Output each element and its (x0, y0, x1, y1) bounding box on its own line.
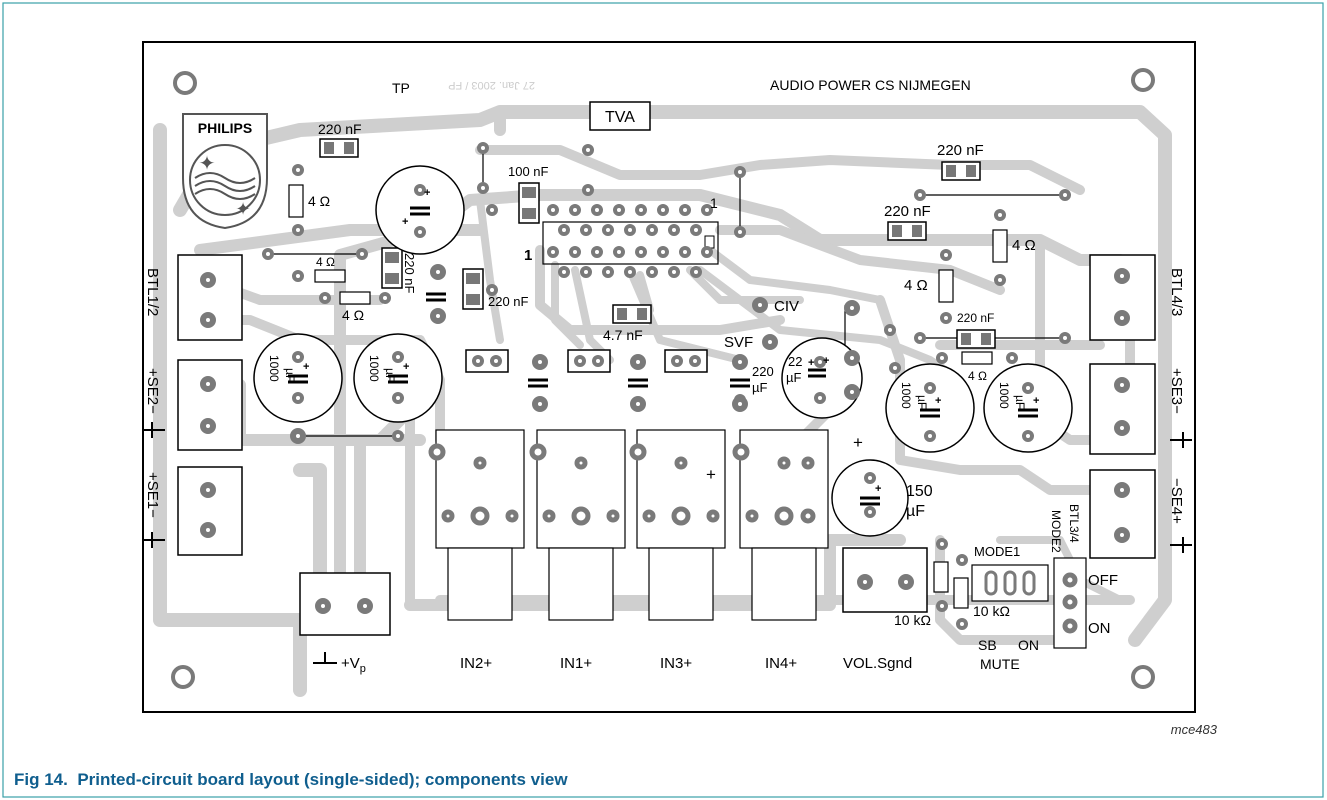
res-4ohm-label: 4 Ω (1012, 237, 1036, 254)
drawing-id: mce483 (1170, 722, 1217, 737)
tva-box (589, 101, 651, 131)
se2-label: +SE2− (144, 368, 161, 414)
vp-label-sub: p (360, 663, 366, 675)
tp-label: TP (392, 80, 410, 96)
polarity-marks: + + + + + + + + + (303, 187, 1039, 495)
cap-1000uF-unit: µF (383, 368, 397, 382)
svg-text:+: + (935, 395, 941, 407)
large-pads (290, 264, 860, 444)
vp-label-text: +V (341, 655, 360, 672)
svg-text:+: + (403, 361, 409, 373)
smd-capacitors (319, 138, 996, 349)
rca-pads (428, 443, 816, 526)
mounting-holes (171, 68, 1155, 689)
date-mark: 27 Jan. 2003 / FP (448, 79, 535, 91)
civ-label: CIV (774, 298, 799, 315)
mode-switches (971, 557, 1087, 649)
vol-terminal (842, 547, 928, 613)
figure-title: Printed-circuit board layout (single-sid… (77, 770, 568, 789)
mute-label: MUTE (980, 656, 1020, 672)
cap-4.7nF-label: 4.7 nF (603, 327, 643, 343)
cap-100nF-label: 100 nF (508, 164, 549, 179)
res-10kohm-label: 10 kΩ (894, 612, 931, 628)
svg-text:+: + (808, 357, 814, 369)
in2-label: IN2+ (460, 655, 492, 672)
sb-label: SB (978, 637, 997, 653)
btl43-label: BTL4/3 (1168, 268, 1185, 316)
cap-220nF-label: 220 nF (884, 203, 931, 220)
cap-1000uF-label: 1000 (267, 355, 281, 382)
resistors (288, 184, 1008, 609)
cap-220nF-label: 220 nF (318, 121, 362, 137)
mode2-label: MODE2 (1049, 510, 1063, 553)
on-label: ON (1088, 620, 1111, 637)
res-4ohm-label: 4 Ω (968, 369, 987, 383)
res-10kohm-label: 10 kΩ (973, 603, 1010, 619)
off-label: OFF (1088, 572, 1118, 589)
cap-1000uF-label: 1000 (367, 355, 381, 382)
cap-220uF-label: 220 (752, 364, 774, 379)
left-terminals (143, 254, 243, 556)
vp-label: +Vp (341, 655, 366, 675)
cap-150uF-label: 150 (906, 483, 933, 500)
jumper-headers (465, 349, 708, 373)
vol-sgnd-label: VOL.Sgnd (843, 655, 912, 672)
res-4ohm-label: 4 Ω (342, 307, 364, 323)
cap-150uF-unit: µF (906, 503, 925, 520)
cap-1000uF-unit: µF (1013, 395, 1027, 409)
svg-text:+: + (823, 355, 829, 367)
svg-text:+: + (303, 361, 309, 373)
ic-pin1-left-label: 1 (524, 247, 532, 264)
se1-label: +SE1− (144, 472, 161, 518)
in4-label: IN4+ (765, 655, 797, 672)
vp-terminal (299, 572, 391, 664)
star-icon: ✦ (199, 153, 216, 175)
se4-label: −SE4+ (1168, 478, 1185, 524)
plus-sign: + (853, 433, 863, 452)
ic-pin1-label: 1 (710, 195, 718, 211)
se3-label: +SE3− (1168, 368, 1185, 414)
figure-number: Fig 14. (14, 770, 68, 789)
mode1-label: MODE1 (974, 544, 1020, 559)
pads (262, 142, 1071, 630)
board-title: AUDIO POWER CS NIJMEGEN (770, 77, 971, 93)
cap-22uF-label: 22 (788, 354, 802, 369)
capacitor-symbols (288, 206, 1038, 506)
svg-text:+: + (402, 216, 408, 228)
philips-logo: PHILIPS ✦ ✦ (182, 113, 268, 230)
cap-1000uF-label: 1000 (899, 382, 913, 409)
res-4ohm-label: 4 Ω (316, 255, 335, 269)
in3-label: IN3+ (660, 655, 692, 672)
in1-label: IN1+ (560, 655, 592, 672)
svf-label: SVF (724, 334, 753, 351)
cap-220nF-label: 220 nF (937, 142, 984, 159)
cap-1000uF-unit: µF (283, 368, 297, 382)
right-terminals (1089, 254, 1192, 559)
btl12-label: BTL1/2 (144, 268, 161, 316)
cap-1000uF-unit: µF (915, 395, 929, 409)
res-4ohm-label: 4 Ω (904, 277, 928, 294)
cap-220nF-label: 220 nF (957, 311, 994, 325)
star-icon: ✦ (235, 199, 250, 219)
mute-on-label: ON (1018, 637, 1039, 653)
res-4ohm-label: 4 Ω (308, 193, 330, 209)
cap-1000uF-label: 1000 (997, 382, 1011, 409)
brand-label: PHILIPS (198, 120, 252, 136)
figure-caption: Fig 14. Printed-circuit board layout (si… (14, 770, 568, 790)
cap-22uF-unit: µF (786, 370, 801, 385)
rca-jacks (435, 429, 829, 621)
svg-text:+: + (875, 483, 881, 495)
cap-220nF-label: 220 nF (402, 253, 417, 294)
svg-text:+: + (1033, 395, 1039, 407)
svg-text:+: + (424, 187, 430, 199)
cap-220uF-unit: µF (752, 380, 767, 395)
plus-sign: + (706, 465, 716, 484)
cap-220nF-label: 220 nF (488, 294, 529, 309)
btl34-label: BTL3/4 (1067, 504, 1081, 543)
tva-label: TVA (605, 109, 635, 126)
